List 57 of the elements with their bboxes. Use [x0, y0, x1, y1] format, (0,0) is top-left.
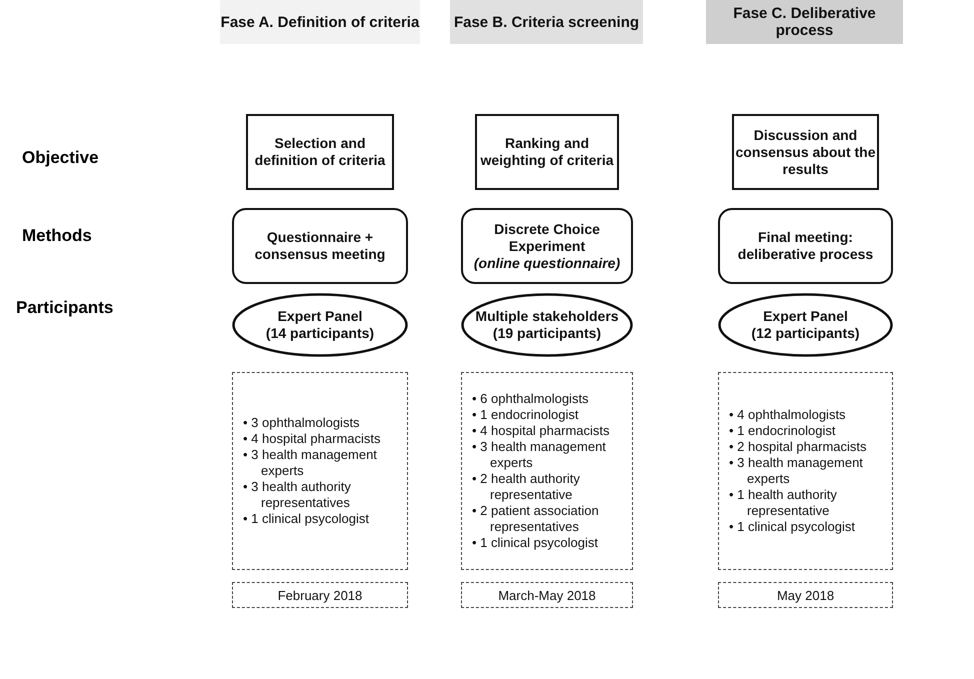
participant-list-box [718, 372, 893, 570]
row-label: Objective [22, 148, 99, 168]
list-item: • 6 ophthalmologists [472, 391, 590, 407]
node-text: Fase A. Definition of criteria [220, 14, 420, 30]
phase-header [450, 0, 643, 44]
list-item: • 4 hospital pharmacists [243, 431, 382, 447]
node-text: Ranking and weighting of criteria [479, 135, 615, 169]
node-text: Expert Panel [763, 308, 848, 325]
node-text: (19 participants) [492, 325, 602, 342]
node-text: Multiple stakeholders [475, 308, 619, 325]
node-text: March-May 2018 [498, 586, 596, 604]
node-text: Fase C. Deliberative process [732, 5, 877, 39]
objective-box [246, 114, 394, 190]
list-item: • 3 ophthalmologists [243, 415, 361, 431]
node-text: (12 participants) [751, 325, 860, 342]
participant-list-box [461, 372, 633, 570]
node-text: February 2018 [278, 586, 362, 604]
method-box [461, 208, 633, 284]
node-text: Expert Panel [278, 308, 362, 325]
node-text: Final meeting: deliberative process [736, 229, 874, 263]
objective-box [732, 114, 879, 190]
objective-box [475, 114, 619, 190]
list-item: • 1 endocrinologist [729, 423, 836, 439]
participant-list-box [232, 372, 408, 570]
date-box [718, 582, 893, 608]
node-text: Discussion and consensus about the results [734, 126, 877, 178]
node-text: (online questionnaire) [474, 254, 620, 272]
row-label: Methods [22, 226, 92, 246]
list-item: • 3 health authority representatives [243, 479, 352, 511]
list-item: • 2 hospital pharmacists [729, 439, 868, 455]
participants-ellipse [718, 293, 893, 357]
node-text: Fase B. Criteria screening [454, 14, 640, 30]
node-text: Selection and definition of criteria [254, 135, 386, 169]
participants-ellipse [232, 293, 408, 357]
node-text: Discrete Choice Experiment [493, 220, 601, 254]
node-text: May 2018 [776, 586, 834, 604]
list-item: • 3 health management experts [729, 455, 864, 487]
date-box [232, 582, 408, 608]
list-item: • 1 health authority representative [729, 487, 838, 519]
row-label: Participants [16, 298, 114, 318]
date-box [461, 582, 633, 608]
list-item: • 2 health authority representative [472, 471, 581, 503]
list-item: • 3 health management experts [472, 439, 607, 471]
node-text: (14 participants) [266, 325, 374, 342]
list-item: • 4 ophthalmologists [729, 407, 847, 423]
method-box [718, 208, 893, 284]
list-item: • 4 hospital pharmacists [472, 423, 611, 439]
list-item: • 3 health management experts [243, 447, 378, 479]
list-item: • 2 patient association representatives [472, 503, 600, 535]
list-item: • 1 clinical psycologist [472, 535, 599, 551]
list-item: • 1 endocrinologist [472, 407, 580, 423]
phase-header [706, 0, 903, 44]
list-item: • 1 clinical psycologist [243, 511, 370, 527]
participants-ellipse [461, 293, 633, 357]
method-box [232, 208, 408, 284]
list-item: • 1 clinical psycologist [729, 519, 856, 535]
node-text: Questionnaire + consensus meeting [254, 229, 386, 263]
